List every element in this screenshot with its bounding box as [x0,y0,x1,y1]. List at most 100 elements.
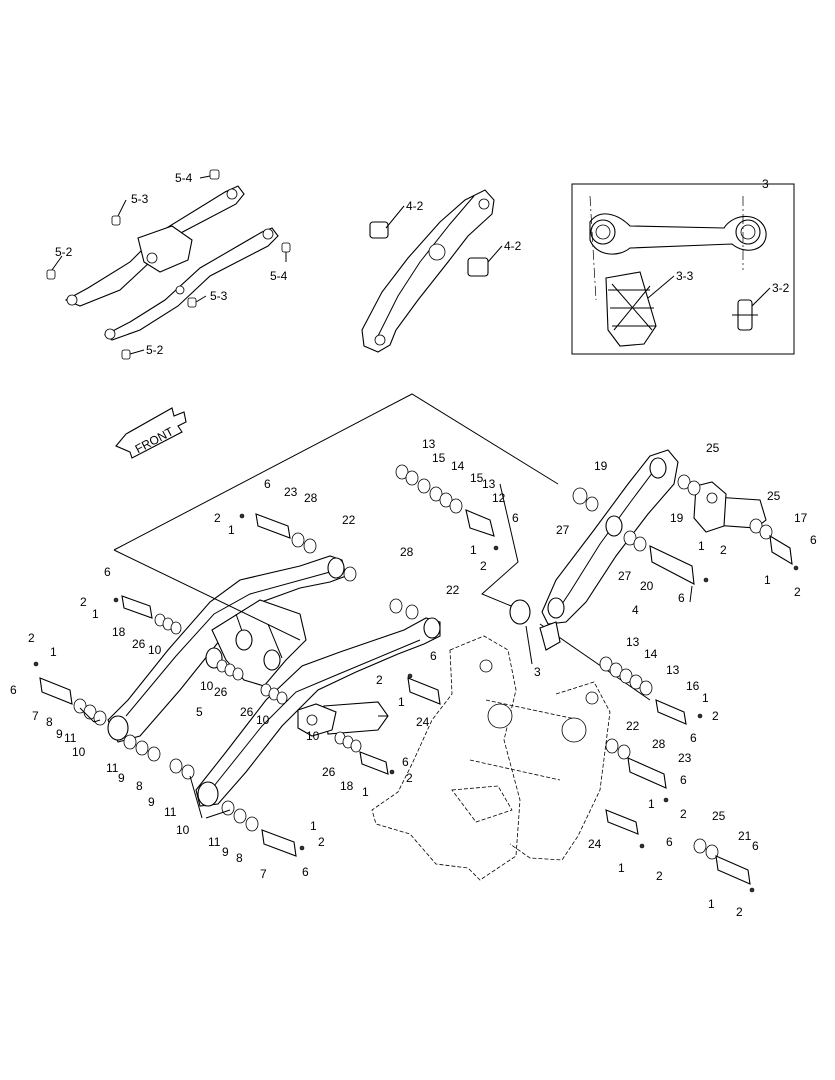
front-direction-arrow [115,407,187,459]
callout-label: 9 [118,771,125,785]
callout-labels: FRONT 5-4 5-3 5-2 5-4 5-3 5-2 4-2 4-2 3 … [10,171,817,919]
callout-label: 23 [284,485,298,499]
callout-label: 18 [340,779,354,793]
callout-label: 13 [666,663,680,677]
callout-label: 22 [342,513,356,527]
callout-label: 27 [618,569,632,583]
callout-label: 9 [56,727,63,741]
callout-label: 6 [666,835,673,849]
callout-label: 11 [64,731,77,745]
callout-label: 3 [762,177,769,191]
callout-label: 2 [406,771,413,785]
callout-label: 28 [652,737,666,751]
callout-label: 6 [302,865,309,879]
callout-label: 22 [446,583,460,597]
callout-label: 19 [670,511,684,525]
callout-label: 11 [164,805,177,819]
callout-label: 5 [196,705,203,719]
callout-label: 4 [632,603,639,617]
callout-label: 28 [304,491,318,505]
callout-label: 8 [136,779,143,793]
callout-label: 8 [236,851,243,865]
callout-label: 4-2 [504,239,522,253]
bellcrank-main [509,449,679,651]
callout-label: 10 [72,745,86,759]
callout-label: 7 [32,709,39,723]
callout-label: 15 [432,451,446,465]
pins-and-hardware [33,464,799,893]
callout-label: 2 [794,585,801,599]
detail-bellcrank [361,189,495,353]
callout-label: 2 [712,709,719,723]
callout-label: 24 [588,837,602,851]
loader-front-frame [371,635,611,881]
callout-label: 5-4 [175,171,193,185]
callout-label: 21 [738,829,752,843]
callout-label: 23 [678,751,692,765]
callout-label: 26 [240,705,254,719]
lift-arm-assembly [107,555,441,807]
callout-label: 1 [764,573,771,587]
callout-label: 1 [708,897,715,911]
callout-label: 10 [200,679,214,693]
callout-label: 1 [648,797,655,811]
callout-label: 1 [698,539,705,553]
callout-label: 5-3 [210,289,228,303]
callout-label: 20 [640,579,654,593]
callout-label: 9 [148,795,155,809]
callout-label: 16 [686,679,700,693]
callout-label: 1 [362,785,369,799]
callout-label: 6 [104,565,111,579]
tilt-cylinder-upper [693,481,767,533]
callout-label: 6 [402,755,409,769]
callout-label: 5-2 [55,245,73,259]
callout-label: 12 [492,491,506,505]
callout-label: 28 [400,545,414,559]
callout-label: 6 [264,477,271,491]
callout-label: 1 [702,691,709,705]
callout-label: 3-3 [676,269,694,283]
callout-label: 11 [208,835,221,849]
callout-label: 18 [112,625,126,639]
callout-leader-lines [51,175,771,819]
callout-label: 1 [618,861,625,875]
callout-label: 2 [736,905,743,919]
callout-label: 5-3 [131,192,149,206]
callout-label: 2 [720,543,727,557]
callout-label: 10 [256,713,270,727]
lift-cylinder [297,701,389,737]
callout-label: 1 [310,819,317,833]
callout-label: 2 [656,869,663,883]
callout-label: 14 [451,459,465,473]
callout-label: 13 [626,635,640,649]
callout-label: 24 [416,715,430,729]
callout-label: 2 [28,631,35,645]
callout-label: 4-2 [406,199,424,213]
callout-label: 6 [10,683,17,697]
callout-label: 3-2 [772,281,790,295]
callout-label: 10 [148,643,162,657]
callout-label: 27 [556,523,570,537]
callout-label: 2 [214,511,221,525]
callout-label: 2 [80,595,87,609]
callout-label: 8 [46,715,53,729]
callout-label: 15 [470,471,484,485]
callout-label: 13 [422,437,436,451]
callout-label: 1 [470,543,477,557]
callout-label: 9 [222,845,229,859]
callout-label: 19 [594,459,608,473]
callout-label: 1 [398,695,405,709]
callout-label: 5-4 [270,269,288,283]
callout-label: 3 [534,665,541,679]
callout-label: 2 [376,673,383,687]
callout-label: 26 [322,765,336,779]
callout-label: 25 [706,441,720,455]
callout-label: 6 [430,649,437,663]
callout-label: 17 [794,511,808,525]
callout-label: 13 [482,477,496,491]
callout-label: 1 [92,607,99,621]
callout-label: 5-2 [146,343,164,357]
callout-label: 6 [512,511,519,525]
callout-label: 22 [626,719,640,733]
